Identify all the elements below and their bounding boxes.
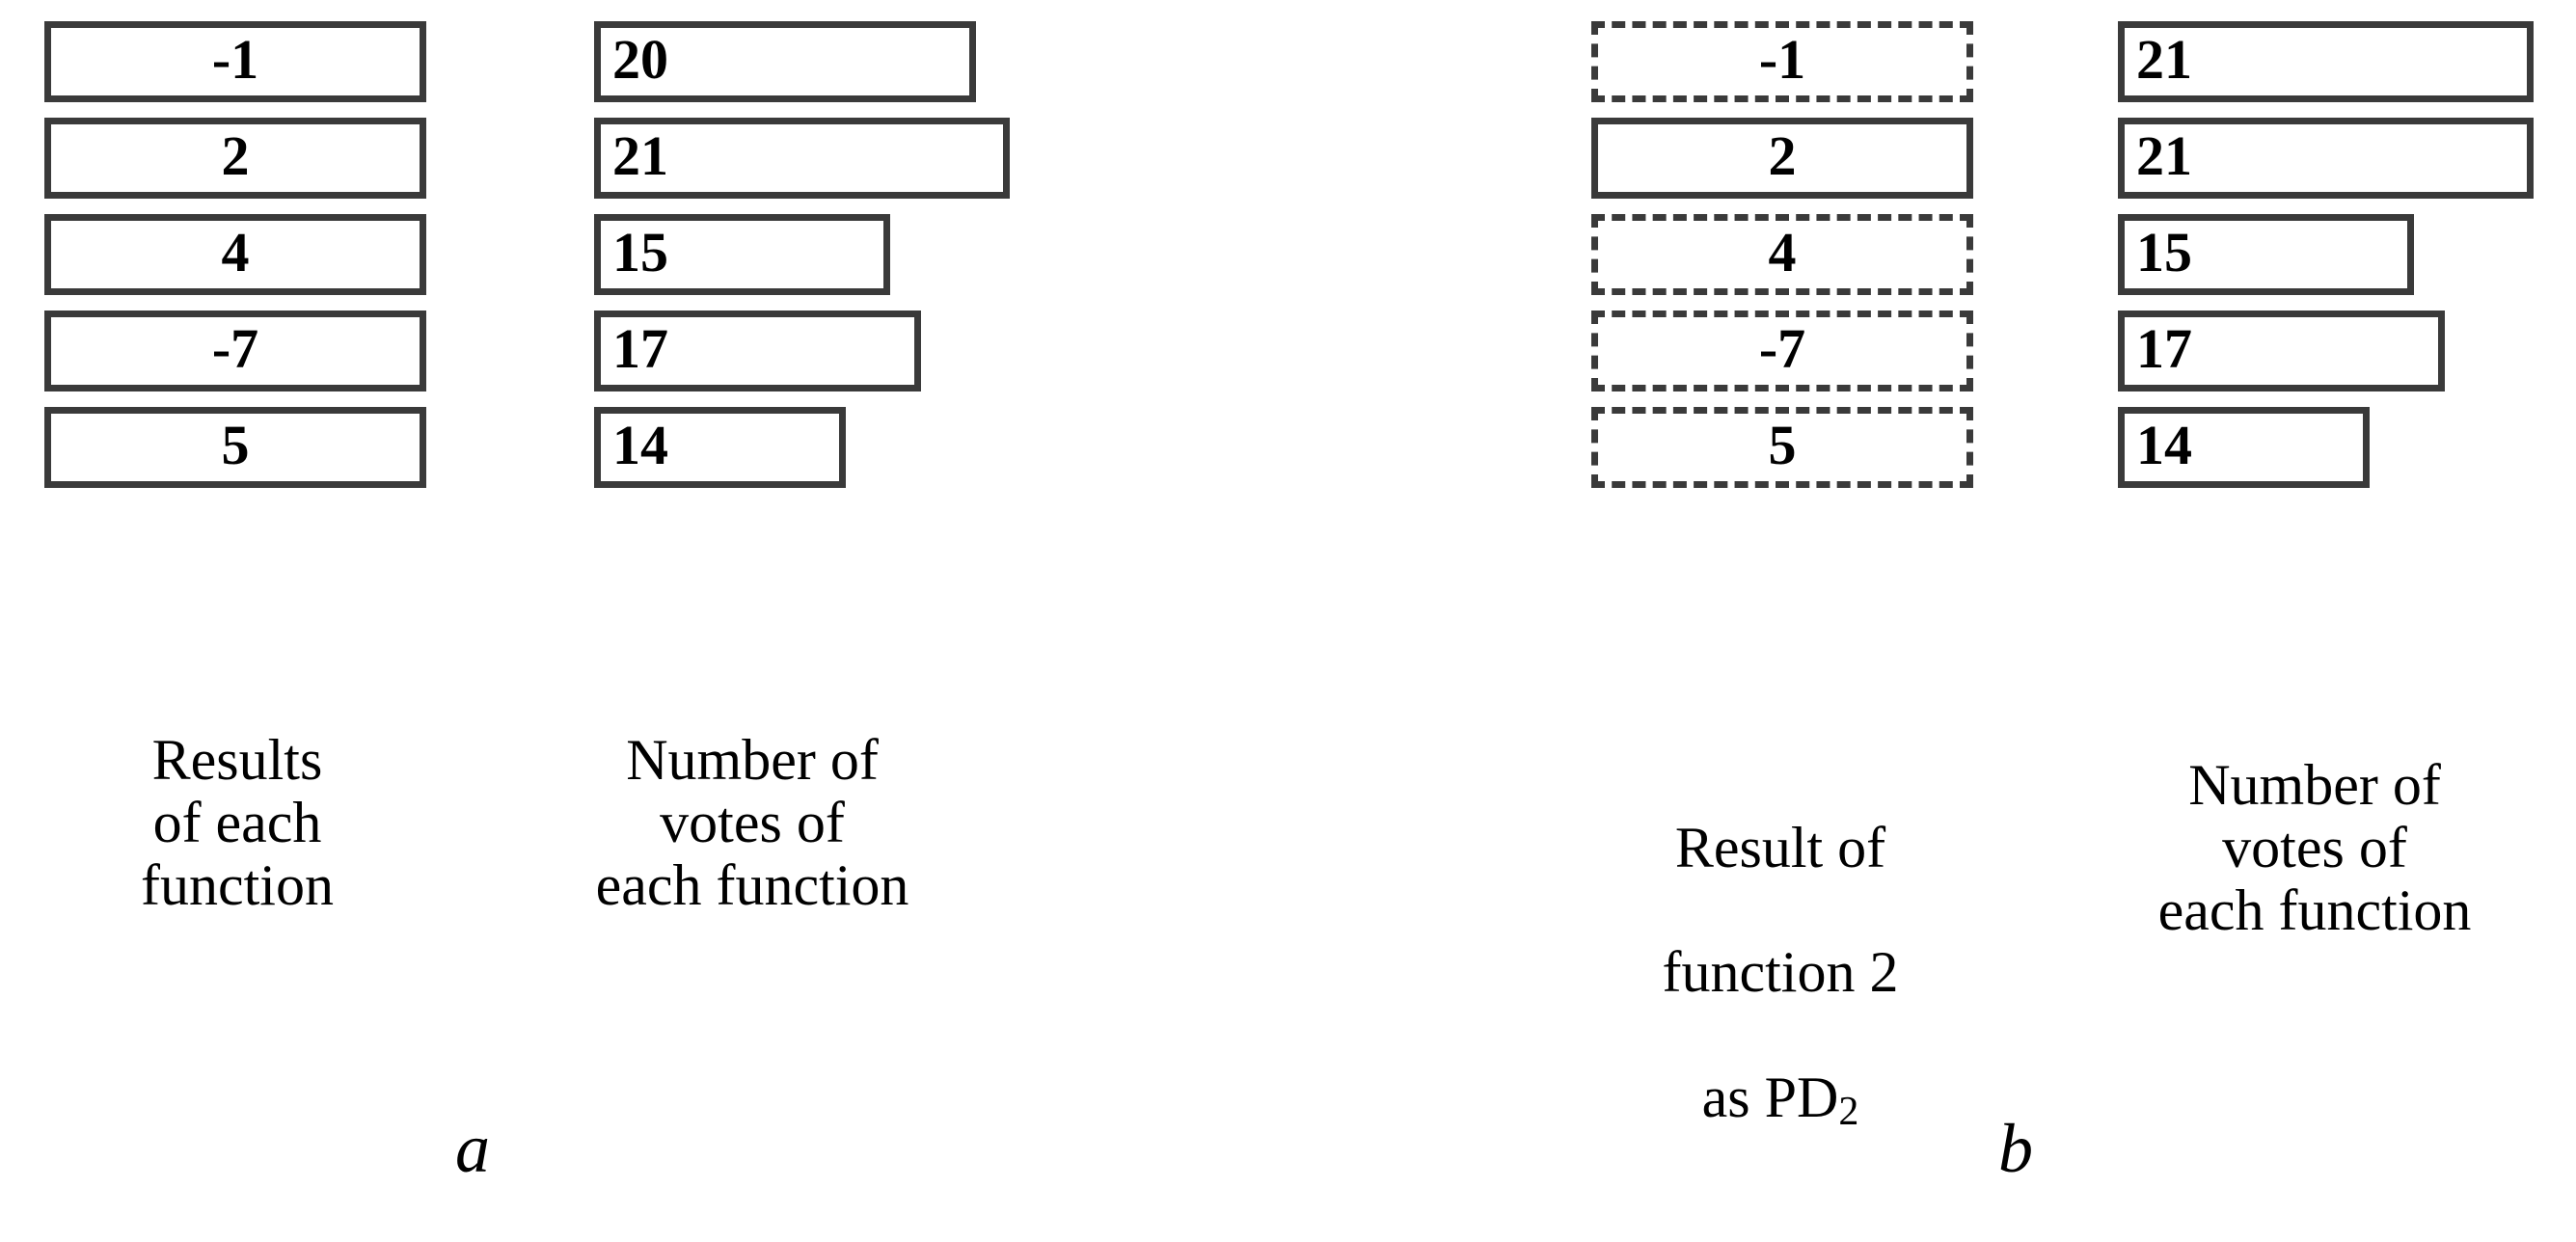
result-box[interactable]: 5 bbox=[1591, 407, 1973, 488]
vote-value: 17 bbox=[2136, 317, 2192, 380]
vote-bar[interactable]: 15 bbox=[2118, 214, 2414, 295]
caption-line-3: as PD2 bbox=[1562, 1065, 1998, 1134]
result-box[interactable]: 5 bbox=[44, 407, 426, 488]
panel-b: -1 2 4 -7 5 bbox=[1524, 0, 2576, 1242]
table-row: -1 bbox=[44, 21, 426, 102]
table-row: 2 bbox=[44, 118, 426, 199]
caption-pd-subscript: 2 bbox=[1838, 1089, 1859, 1134]
result-value: 5 bbox=[1768, 414, 1797, 476]
vote-bar[interactable]: 14 bbox=[594, 407, 846, 488]
caption-line-1: Result of bbox=[1674, 815, 1886, 879]
vote-bar[interactable]: 17 bbox=[2118, 310, 2445, 392]
panel-label-a: a bbox=[455, 1110, 490, 1187]
result-box[interactable]: -7 bbox=[44, 310, 426, 392]
result-box[interactable]: 4 bbox=[1591, 214, 1973, 295]
panel-b-results-column: -1 2 4 -7 5 bbox=[1591, 21, 1973, 503]
panel-a-results-caption: Results of each function bbox=[141, 728, 334, 917]
table-row: 2 bbox=[1591, 118, 1973, 199]
table-row: 21 bbox=[594, 118, 1010, 199]
table-row: 17 bbox=[2118, 310, 2534, 392]
table-row: 14 bbox=[2118, 407, 2534, 488]
table-row: 14 bbox=[594, 407, 1010, 488]
panel-a-results-column: -1 2 4 -7 5 bbox=[44, 21, 426, 503]
table-row: 20 bbox=[594, 21, 1010, 102]
result-box[interactable]: -1 bbox=[44, 21, 426, 102]
caption-pd-text: as PD bbox=[1701, 1065, 1839, 1129]
vote-value: 15 bbox=[2136, 221, 2192, 284]
table-row: 17 bbox=[594, 310, 1010, 392]
vote-value: 21 bbox=[2136, 28, 2192, 91]
table-row: 4 bbox=[1591, 214, 1973, 295]
panel-label-b: b bbox=[1998, 1110, 2033, 1187]
vote-bar[interactable]: 21 bbox=[2118, 118, 2534, 199]
result-value: -1 bbox=[1758, 28, 1806, 91]
vote-value: 14 bbox=[2136, 414, 2192, 476]
vote-value: 21 bbox=[2136, 124, 2192, 187]
panel-b-votes-column: 21 21 15 17 14 bbox=[2118, 21, 2534, 503]
result-value: 2 bbox=[1768, 124, 1797, 187]
result-box[interactable]: 4 bbox=[44, 214, 426, 295]
result-value: -1 bbox=[211, 28, 259, 91]
vote-value: 20 bbox=[612, 28, 668, 91]
result-value: 4 bbox=[221, 221, 250, 284]
vote-bar[interactable]: 20 bbox=[594, 21, 976, 102]
table-row: -7 bbox=[1591, 310, 1973, 392]
vote-value: 14 bbox=[612, 414, 668, 476]
vote-value: 15 bbox=[612, 221, 668, 284]
panel-b-results-caption: Result of function 2 as PD2 bbox=[1562, 754, 1998, 1192]
panel-b-votes-caption: Number of votes of each function bbox=[2157, 753, 2472, 942]
result-box[interactable]: -7 bbox=[1591, 310, 1973, 392]
table-row: 5 bbox=[44, 407, 426, 488]
result-value: -7 bbox=[211, 317, 259, 380]
table-row: 4 bbox=[44, 214, 426, 295]
vote-value: 17 bbox=[612, 317, 668, 380]
vote-bar[interactable]: 14 bbox=[2118, 407, 2370, 488]
result-box-selected[interactable]: 2 bbox=[1591, 118, 1973, 199]
panel-a: -1 2 4 -7 5 bbox=[0, 0, 1254, 1242]
result-value: -7 bbox=[1758, 317, 1806, 380]
vote-bar[interactable]: 15 bbox=[594, 214, 890, 295]
table-row: -7 bbox=[44, 310, 426, 392]
result-box[interactable]: -1 bbox=[1591, 21, 1973, 102]
panel-a-votes-caption: Number of votes of each function bbox=[595, 728, 909, 917]
result-value: 4 bbox=[1768, 221, 1797, 284]
caption-line-2: function 2 bbox=[1662, 940, 1899, 1005]
table-row: 21 bbox=[2118, 21, 2534, 102]
table-row: 5 bbox=[1591, 407, 1973, 488]
table-row: -1 bbox=[1591, 21, 1973, 102]
vote-bar[interactable]: 21 bbox=[2118, 21, 2534, 102]
table-row: 15 bbox=[594, 214, 1010, 295]
vote-value: 21 bbox=[612, 124, 668, 187]
result-value: 2 bbox=[221, 124, 250, 187]
result-box[interactable]: 2 bbox=[44, 118, 426, 199]
result-value: 5 bbox=[221, 414, 250, 476]
panel-a-votes-column: 20 21 15 17 14 bbox=[594, 21, 1010, 503]
table-row: 15 bbox=[2118, 214, 2534, 295]
vote-bar[interactable]: 21 bbox=[594, 118, 1010, 199]
vote-bar[interactable]: 17 bbox=[594, 310, 921, 392]
table-row: 21 bbox=[2118, 118, 2534, 199]
